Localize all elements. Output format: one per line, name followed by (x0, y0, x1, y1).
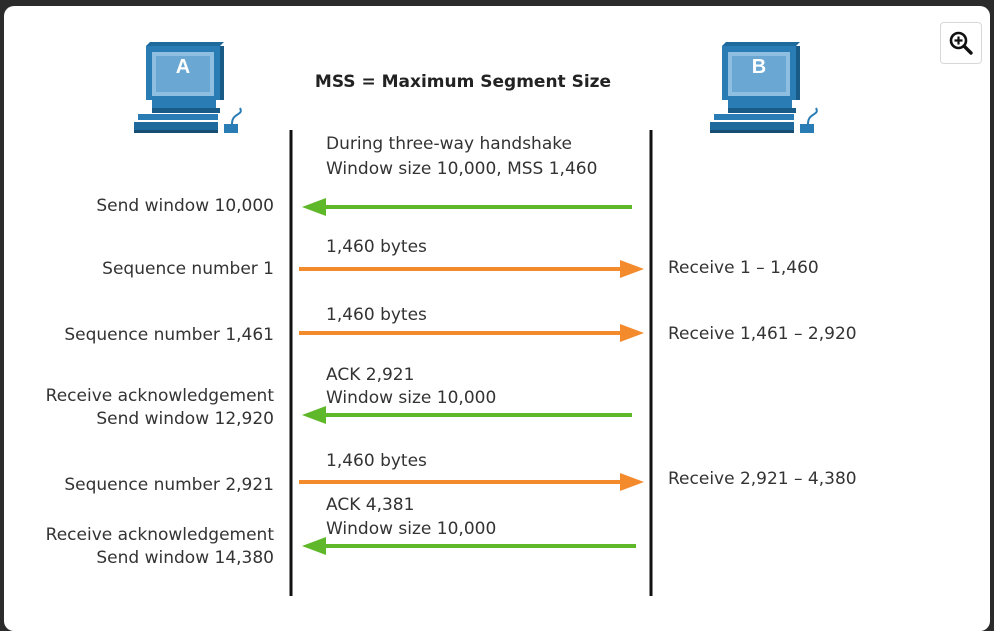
diagram-title: MSS = Maximum Segment Size (314, 72, 612, 92)
arrow-segment-1 (299, 260, 644, 278)
computer-icon (710, 42, 818, 133)
ack-2-number: ACK 4,381 (326, 495, 415, 515)
host-b-computer: B (708, 42, 820, 134)
zoom-in-icon (949, 31, 973, 55)
handshake-line-1: During three-way handshake (326, 134, 572, 154)
segment-2-size: 1,460 bytes (326, 305, 427, 325)
segment-1-size: 1,460 bytes (326, 237, 427, 257)
host-a-computer: A (132, 42, 244, 134)
sequence-number-label: Sequence number 1 (102, 259, 274, 279)
ack-1-number: ACK 2,921 (326, 365, 415, 385)
zoom-button[interactable] (940, 22, 982, 64)
ack-2-window: Window size 10,000 (326, 519, 497, 539)
arrow-handshake-window (302, 198, 632, 216)
arrow-segment-2 (299, 324, 644, 342)
receive-range-label: Receive 1 – 1,460 (668, 258, 819, 278)
sequence-diagram (289, 130, 653, 596)
receive-ack-label: Receive acknowledgement (45, 525, 274, 545)
host-b-label: B (751, 56, 767, 78)
send-window-label: Send window 10,000 (96, 196, 274, 216)
computer-icon (134, 42, 242, 133)
receive-range-label: Receive 2,921 – 4,380 (668, 469, 857, 489)
handshake-line-2: Window size 10,000, MSS 1,460 (326, 159, 598, 179)
receive-ack-label: Receive acknowledgement (45, 386, 274, 406)
arrow-ack-2 (302, 537, 636, 555)
sequence-number-label: Sequence number 2,921 (64, 475, 274, 495)
arrow-ack-1 (302, 406, 632, 424)
host-a-label: A (175, 56, 191, 78)
ack-1-window: Window size 10,000 (326, 388, 497, 408)
arrow-segment-3 (299, 473, 644, 491)
receive-range-label: Receive 1,461 – 2,920 (668, 324, 857, 344)
diagram-card: MSS = Maximum Segment Size A (4, 6, 990, 631)
send-window-label: Send window 14,380 (96, 548, 274, 568)
send-window-label: Send window 12,920 (96, 409, 274, 429)
segment-3-size: 1,460 bytes (326, 451, 427, 471)
sequence-number-label: Sequence number 1,461 (64, 325, 274, 345)
